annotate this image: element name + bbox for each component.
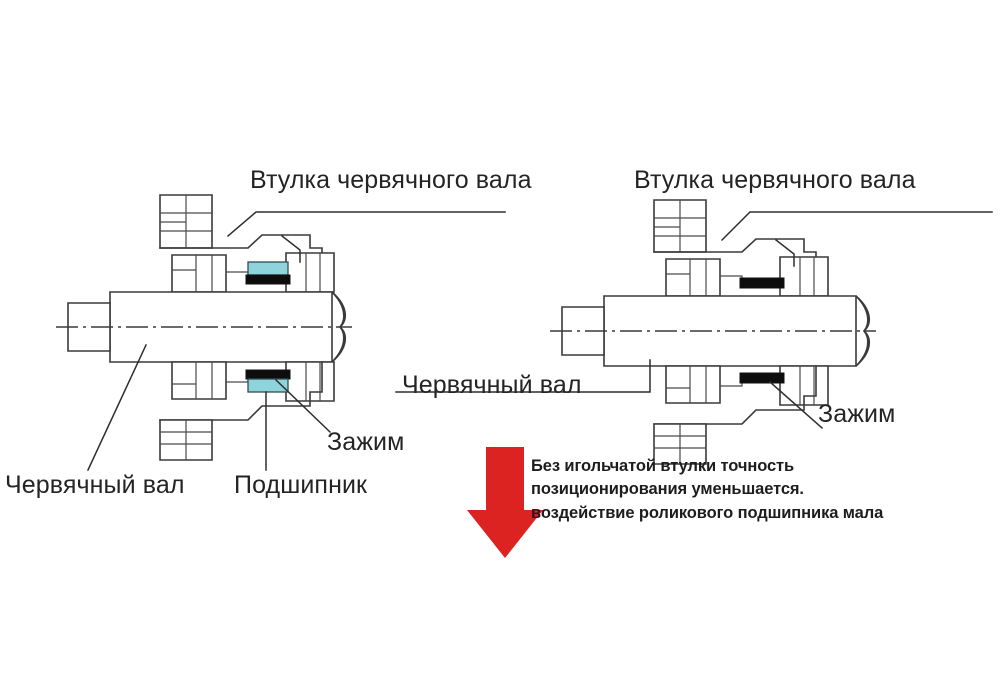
right-lower-housing-body [653, 365, 817, 425]
right-upper-bolt-block-b-hatch [799, 256, 815, 297]
left-upper-bolt-block-a [171, 254, 227, 293]
right-clamp-label: Зажим [818, 400, 896, 428]
right-shaft-label: Червячный вал [402, 371, 582, 399]
left-upper-needle-bushing [247, 261, 289, 276]
left-upper-bolt-block-b-hatch [305, 252, 321, 293]
left-lower-bolt-block-a-hatch [171, 361, 213, 400]
left-lower-tower-hatch [159, 419, 213, 461]
left-shaft-step-end [67, 302, 111, 352]
callout-caption-line-3: воздействие роликового подшипника мала [531, 503, 884, 522]
left-bearing-label: Подшипник [234, 471, 368, 499]
left-shaft-label: Червячный вал [5, 471, 185, 499]
right-upper-bolt-block-b [779, 256, 829, 297]
callout-arrow-group [467, 447, 543, 558]
right-upper-bolt-block-a [665, 258, 721, 297]
left-clamp-leader [274, 378, 332, 434]
left-upper-clamp [245, 274, 291, 285]
left-lower-housing-body [159, 361, 323, 421]
right-lower-bolt-block-a-hatch [665, 365, 707, 404]
left-shaft-leader [87, 344, 147, 471]
left-upper-housing-body [159, 234, 323, 263]
callout-caption-line-1: Без игольчатой втулки точность [531, 457, 795, 475]
right-upper-bolt-block-a-hatch [665, 258, 707, 297]
left-clamp-label: Зажим [327, 428, 405, 456]
right-shaft-break-symbol [855, 295, 871, 367]
left-lower-clamp [245, 369, 291, 380]
right-top-label-leader [720, 211, 993, 242]
right-lower-tower-hatch [653, 423, 707, 465]
right-clamp-leader [768, 380, 824, 430]
right-upper-tower-hatch [653, 199, 707, 253]
left-top-label-leader [226, 211, 506, 238]
assembly-right [395, 199, 993, 465]
right-shaft-leader [395, 359, 651, 393]
right-lower-clamp [739, 372, 785, 384]
callout-caption: Без игольчатой втулки точность позициони… [531, 455, 883, 525]
right-shaft-step-end [561, 306, 605, 356]
right-lower-bolt-block-a [665, 365, 721, 404]
assembly-left [56, 194, 506, 471]
left-lower-bolt-block-b-hatch [305, 361, 321, 402]
right-upper-housing-body [653, 238, 817, 267]
left-bushing-leader [280, 234, 301, 263]
left-upper-bolt-block-b [285, 252, 335, 293]
right-lower-bolt-block-b-hatch [799, 365, 815, 406]
red-down-arrow-icon [467, 447, 543, 558]
right-top-label: Втулка червячного вала [634, 166, 916, 194]
callout-caption-line-2: позиционирования уменьшается. [531, 480, 804, 499]
left-upper-bolt-block-a-hatch [171, 254, 213, 293]
left-upper-tower-hatch [159, 194, 213, 249]
right-upper-clamp [739, 277, 785, 289]
left-top-label: Втулка червячного вала [250, 166, 532, 194]
right-bushing-leader [774, 238, 795, 267]
left-lower-bolt-block-a [171, 361, 227, 400]
